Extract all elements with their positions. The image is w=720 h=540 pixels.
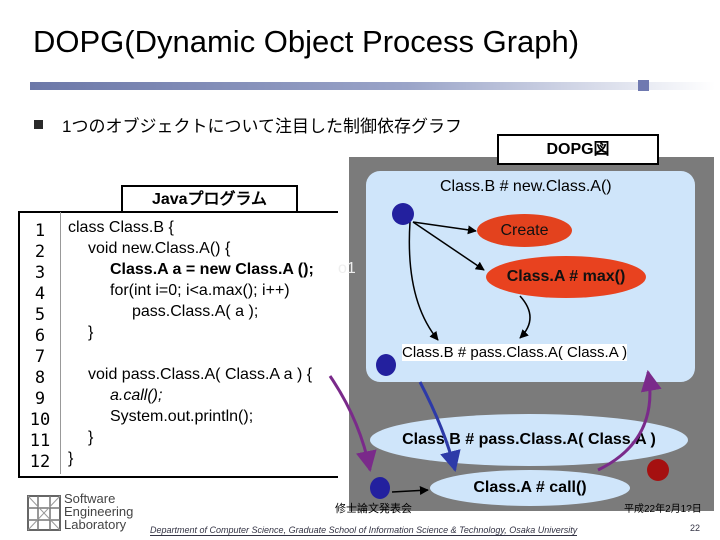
code-line: void new.Class.A() { [88,240,231,257]
line-number: 8 [34,368,46,388]
code-line: } [68,450,74,467]
lab-logo-icon [27,495,61,531]
line-number: 7 [34,347,46,367]
max-node: Class.A # max() [486,256,646,298]
line-number: 6 [34,326,46,346]
line-number: 3 [34,263,46,283]
code-listing: 1 2 3 4 5 6 7 8 9 10 11 12 class Class.B… [18,211,338,478]
slide-title: DOPG(Dynamic Object Process Graph) [33,24,580,59]
root-node-label: Class.B # new.Class.A() [440,178,612,195]
line-number: 1 [34,221,46,241]
line-number: 10 [29,410,51,430]
footer-event: 修士論文発表会 [335,503,412,515]
code-line-number-divider [60,212,61,474]
bullet-icon [34,120,43,129]
call-node: Class.A # call() [430,470,630,506]
object-label: o1 [338,260,356,277]
pass-outer-node: Class.B # pass.Class.A( Class.A ) [370,414,688,466]
line-number: 9 [34,389,46,409]
line-number: 4 [34,284,46,304]
logo-line: Laboratory [64,517,127,532]
code-line: class Class.B { [68,219,174,236]
code-line: } [88,324,94,341]
code-line: a.call(); [110,387,163,404]
code-line: Class.A a = new Class.A (); [110,261,314,278]
lab-logo-text: Software Engineering Laboratory [64,492,133,531]
line-number: 5 [34,305,46,325]
page-number: 22 [690,523,701,533]
code-line: } [88,429,94,446]
title-rule-marker [638,80,649,91]
footer-date: 平成22年2月1?日 [624,504,702,515]
pass-inner-label: Class.B # pass.Class.A( Class.A ) [402,344,628,361]
logo-line: Engineering [64,504,134,519]
logo-line: Software [64,491,116,506]
footer-department: Department of Computer Science, Graduate… [150,525,578,536]
code-line: System.out.println(); [110,408,254,425]
code-line: pass.Class.A( a ); [132,303,259,320]
code-line: void pass.Class.A( Class.A a ) { [88,366,313,383]
dopg-label: DOPG図 [497,134,659,165]
create-node: Create [477,214,572,247]
title-rule [30,82,715,90]
slide-subtitle: 1つのオブジェクトについて注目した制御依存グラフ [62,117,462,136]
line-number: 2 [34,242,46,262]
line-number: 12 [29,452,51,472]
line-number: 11 [29,431,51,451]
code-line: for(int i=0; i<a.max(); i++) [110,282,290,299]
